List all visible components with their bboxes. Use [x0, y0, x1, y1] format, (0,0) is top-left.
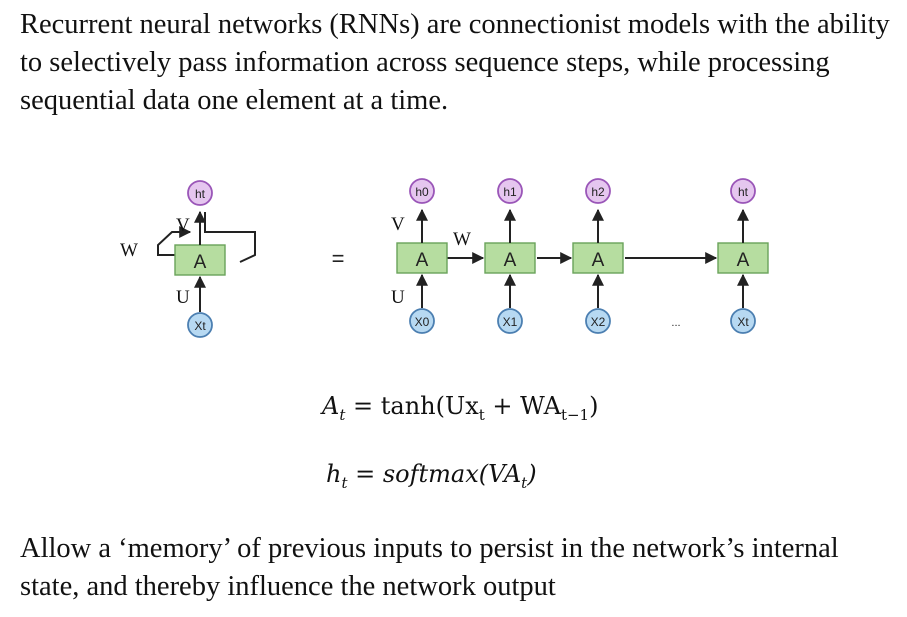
- h-node-1: [497, 178, 523, 204]
- equation-output: ht = softmax(VAt): [326, 460, 537, 492]
- eq2-lhs: h: [326, 460, 342, 488]
- eq2-eq: = softmax(VA: [347, 460, 522, 488]
- equation-state-update: At = tanh(Uxt + WAt−1): [322, 392, 598, 424]
- equals-sign: =: [332, 246, 345, 271]
- unrolled-w-label: W: [453, 229, 471, 250]
- unrolled-cell-t-label: A: [737, 250, 750, 271]
- unrolled-cell-0: [396, 242, 448, 274]
- folded-x-node: [187, 312, 213, 338]
- eq2-a-sub: t: [521, 473, 528, 492]
- ellipsis: ...: [671, 317, 680, 329]
- x-node-t-label: Xt: [737, 315, 749, 329]
- h-node-2: [585, 178, 611, 204]
- unrolled-cell-t: [717, 242, 769, 274]
- h-node-t-label: ht: [738, 185, 749, 199]
- h-node-1-label: h1: [503, 185, 517, 199]
- eq2-close: ): [527, 460, 537, 488]
- x-node-0-label: X0: [415, 315, 430, 329]
- eq1-lhs: A: [322, 392, 340, 420]
- eq1-close: ): [589, 392, 599, 420]
- x-node-1: [497, 308, 523, 334]
- unrolled-cell-2-label: A: [592, 250, 605, 271]
- x-node-1-label: X1: [503, 315, 518, 329]
- unrolled-cell-1-label: A: [504, 250, 517, 271]
- h-node-0: [409, 178, 435, 204]
- folded-w-label: W: [120, 240, 138, 261]
- eq1-lhs-sub: t: [339, 405, 346, 424]
- outro-paragraph: Allow a ‘memory’ of previous inputs to p…: [20, 533, 839, 602]
- eq1-mid: + WA: [484, 392, 561, 420]
- eq2-lhs-sub: t: [341, 473, 348, 492]
- folded-h-label: ht: [195, 187, 206, 201]
- unrolled-rnn: A h0 X0 A h1 X1 A h2 X2 A ht Xt ...: [391, 178, 769, 334]
- unrolled-cell-2: [572, 242, 624, 274]
- folded-x-label: Xt: [194, 319, 206, 333]
- intro-paragraph: Recurrent neural networks (RNNs) are con…: [20, 9, 890, 116]
- eq1-eq: = tanh(Ux: [345, 392, 479, 420]
- unrolled-u-label: U: [391, 287, 405, 308]
- x-node-2-label: X2: [591, 315, 606, 329]
- x-node-0: [409, 308, 435, 334]
- folded-cell-label: A: [194, 252, 207, 273]
- folded-u-label: U: [176, 287, 190, 308]
- folded-rnn: A ht Xt W V U: [120, 180, 256, 338]
- eq1-x-sub: t: [478, 405, 485, 424]
- folded-h-node: [187, 180, 213, 206]
- folded-v-label: V: [176, 215, 190, 236]
- x-node-t: [730, 308, 756, 334]
- unrolled-cell-1: [484, 242, 536, 274]
- h-node-0-label: h0: [415, 185, 429, 199]
- unrolled-v-label: V: [391, 214, 405, 235]
- h-node-2-label: h2: [591, 185, 605, 199]
- x-node-2: [585, 308, 611, 334]
- unrolled-cell-0-label: A: [416, 250, 429, 271]
- eq1-a-sub: t−1: [560, 405, 590, 424]
- h-node-t: [730, 178, 756, 204]
